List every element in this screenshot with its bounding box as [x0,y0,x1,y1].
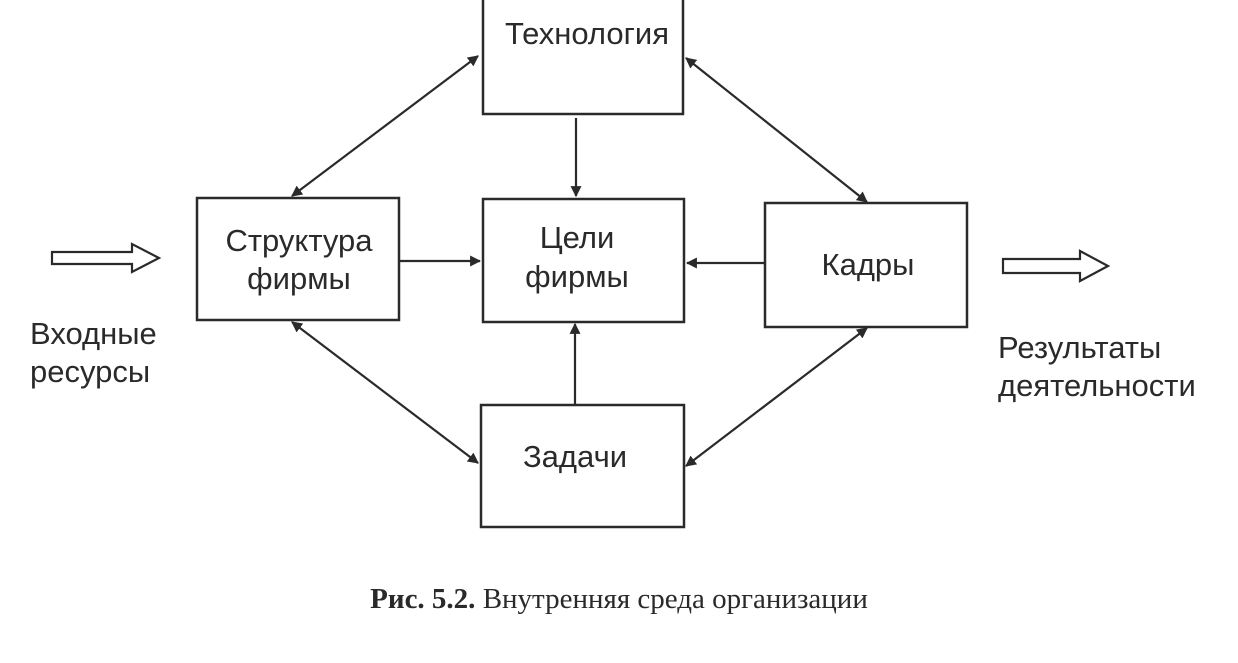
arrows [291,55,868,467]
technology-label: Технология [505,16,669,51]
goals-label-line1: Цели [540,220,615,255]
output-arrow [1001,249,1111,283]
node-structure: Структура фирмы [195,196,401,322]
figure-caption: Рис. 5.2. Внутренняя среда организации [0,583,1238,616]
node-goals: Цели фирмы [481,197,686,324]
arrow-technology-staff [685,57,868,203]
input-label-line2: ресурсы [30,354,150,389]
input-arrow [50,242,162,274]
tasks-box [479,403,686,529]
node-tasks: Задачи [479,403,686,529]
tasks-label: Задачи [523,439,627,474]
goals-box [481,197,686,324]
goals-label-line2: фирмы [525,259,629,294]
caption-figure-number: Рис. 5.2. [370,583,476,615]
output-label-line2: деятельности [998,368,1196,403]
arrow-staff-tasks [685,327,868,467]
output-label-line1: Результаты [998,330,1161,365]
staff-box [763,201,969,329]
node-technology: Технология [481,0,685,116]
structure-label-line1: Структура [225,223,373,258]
caption-text: Внутренняя среда организации [482,583,868,615]
structure-label-line2: фирмы [247,261,351,296]
arrow-structure-technology [291,55,479,197]
staff-label: Кадры [822,247,915,282]
structure-box [195,196,401,322]
node-staff: Кадры [763,201,969,329]
input-label-line1: Входные [30,316,157,351]
arrow-structure-tasks [291,321,479,464]
technology-box [481,0,685,116]
